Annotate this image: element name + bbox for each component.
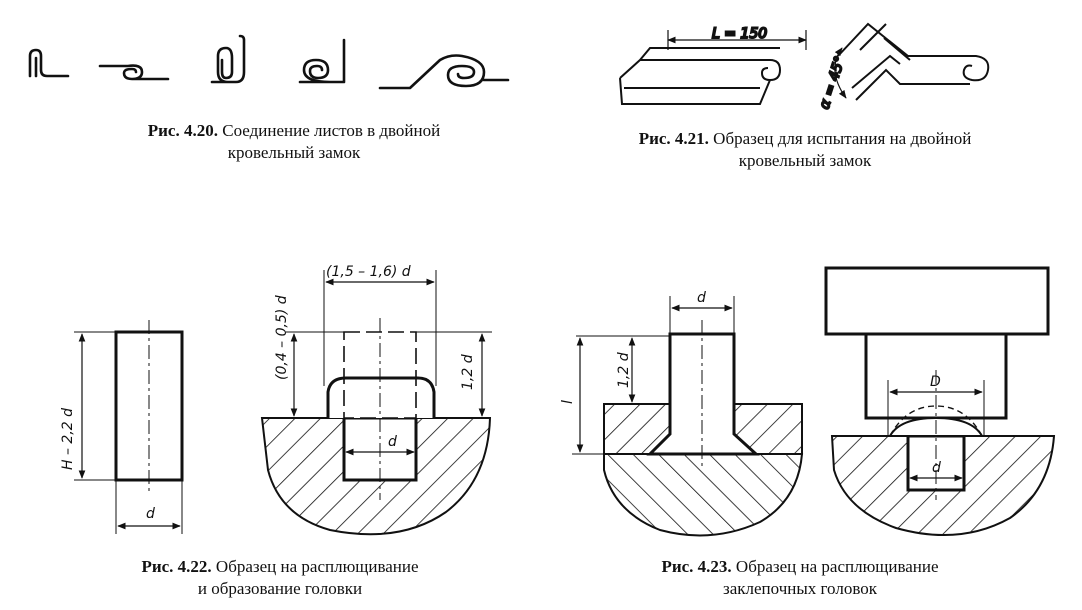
fig-caption-line2: заклепочных головок — [722, 579, 877, 598]
bent-specimen — [837, 22, 990, 101]
fig-number: Рис. 4.22. — [141, 557, 212, 576]
fig-number: Рис. 4.21. — [638, 129, 709, 148]
label-top-offset: (0,4 – 0,5) d — [274, 295, 290, 380]
fig-4-22-head-forming: (1,5 – 1,6) d (0,4 – 0,5) d 1,2 d d — [260, 264, 492, 536]
label-diameter-top: d — [697, 290, 706, 306]
label-width: (1,5 – 1,6) d — [326, 264, 411, 280]
fig-caption: Образец для испытания на двойной — [713, 129, 972, 148]
caption-fig-4-20: Рис. 4.20. Соединение листов в двойной к… — [104, 120, 484, 164]
fig-caption-line2: кровельный замок — [227, 143, 361, 162]
label-height: H – 2,2 d — [60, 408, 76, 470]
label-head-height: 1,2 d — [460, 354, 476, 390]
seam-profile-1 — [28, 48, 70, 78]
label-angle: α = 45° — [817, 54, 849, 111]
fig-4-23-countersunk: d 1,2 d l — [560, 290, 804, 537]
angle-arc — [834, 47, 847, 99]
caption-fig-4-22: Рис. 4.22. Образец на расплющивание и об… — [100, 556, 460, 600]
caption-fig-4-21: Рис. 4.21. Образец для испытания на двой… — [585, 128, 1025, 172]
label-diameter-bottom: d — [932, 460, 941, 476]
label-length: L = 150 — [712, 26, 767, 42]
fig-4-23-press: D d — [824, 266, 1056, 537]
seam-profile-2 — [98, 64, 170, 81]
fig-number: Рис. 4.20. — [147, 121, 218, 140]
label-head-diameter: D — [930, 374, 941, 390]
seam-profile-5 — [378, 54, 510, 90]
fig-caption: Образец на расплющивание — [735, 557, 939, 576]
fig-4-22-blank: H – 2,2 d d — [60, 320, 184, 534]
lower-body — [603, 453, 804, 537]
fig-caption: Соединение листов в двойной — [222, 121, 441, 140]
seam-profile-3 — [210, 34, 246, 84]
label-diameter-right: d — [388, 434, 397, 450]
flat-specimen — [619, 47, 782, 105]
fig-caption: Образец на расплющивание — [215, 557, 419, 576]
fig-caption-line2: и образование головки — [197, 579, 363, 598]
label-diameter-left: d — [146, 506, 155, 522]
seam-profile-4 — [298, 38, 346, 84]
formed-head — [326, 376, 436, 418]
fig-4-21-specimens: L = 150 α = 45° — [619, 22, 990, 112]
fig-caption-line2: кровельный замок — [738, 151, 872, 170]
label-height-23: 1,2 d — [616, 352, 632, 388]
caption-fig-4-23: Рис. 4.23. Образец на расплющивание закл… — [610, 556, 990, 600]
fig-4-20-seam-profiles — [28, 34, 510, 90]
press-top-block — [824, 266, 1050, 336]
label-length-23: l — [560, 400, 576, 404]
fig-number: Рис. 4.23. — [661, 557, 732, 576]
